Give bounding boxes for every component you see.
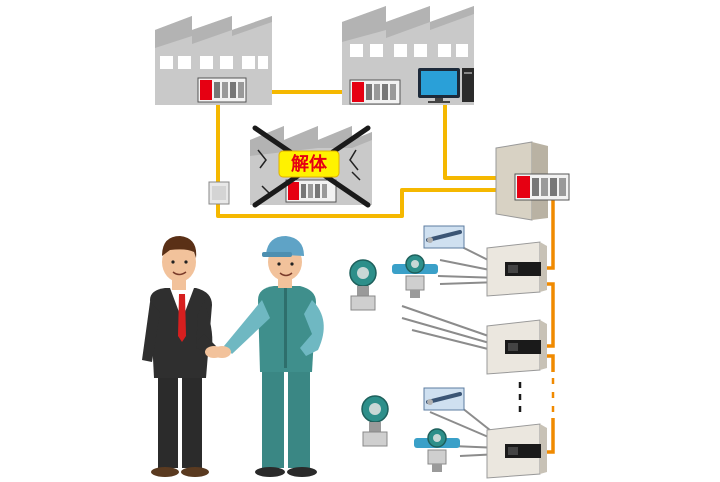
field-panel-icon — [486, 241, 547, 297]
control-cabinet-icon — [495, 141, 570, 221]
demolition-label-box: 解体 — [278, 150, 340, 178]
flow-meter-icon — [392, 254, 438, 298]
bus-panel1-to-panel2 — [543, 282, 555, 348]
junction-box-icon — [208, 181, 230, 205]
yellow-network-cables — [216, 90, 515, 218]
temperature-probe-icon — [423, 387, 465, 411]
field-panel-icon — [486, 319, 547, 375]
demolition-label: 解体 — [291, 153, 328, 175]
temperature-probe-icon — [423, 225, 465, 249]
instrument-wires — [401, 241, 501, 457]
pc-monitor-icon — [418, 68, 474, 103]
pressure-transmitter-icon — [349, 259, 377, 311]
worker-figure — [213, 236, 324, 477]
plc-unit-icon — [349, 79, 401, 105]
businessman-figure — [142, 236, 223, 477]
pressure-transmitter-icon — [361, 395, 389, 447]
plc-unit-icon — [197, 77, 247, 103]
cable-pc-to-cabinet — [443, 102, 515, 180]
flow-meter-icon — [414, 428, 460, 472]
field-panel-icon — [486, 423, 547, 479]
cable-junction-to-cabinet — [216, 188, 515, 218]
